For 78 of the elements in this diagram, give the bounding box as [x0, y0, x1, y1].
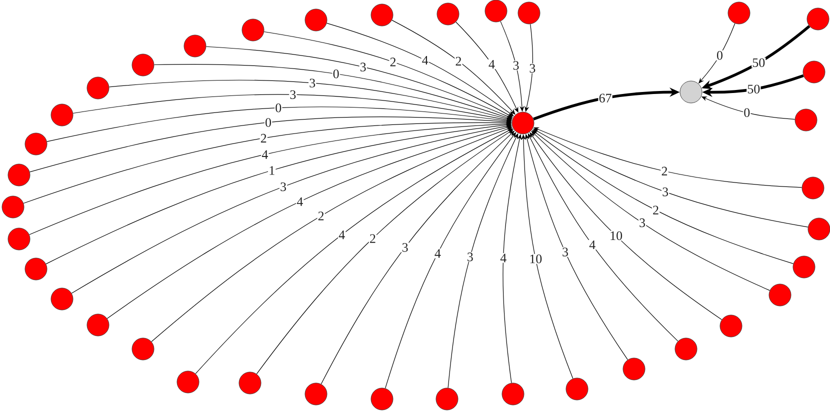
edge-label: 2 [389, 57, 397, 67]
edge-label: 4 [421, 55, 429, 66]
node-circle [8, 228, 30, 250]
edge-label: 3 [359, 62, 367, 72]
edge-label: 4 [588, 240, 596, 250]
edge-label: 1 [268, 166, 276, 176]
node-circle [8, 164, 30, 186]
node-circle [728, 2, 750, 24]
edge-label: 2 [317, 211, 325, 221]
node-circle [86, 314, 110, 336]
edge-label: 3 [512, 60, 520, 70]
node-circle [720, 314, 742, 338]
arrow [530, 132, 722, 320]
node-circle [238, 372, 262, 394]
node-circle [680, 80, 702, 104]
node-circle [50, 104, 74, 126]
edge-label: 0 [274, 102, 282, 113]
edge-label: 50 [752, 58, 766, 68]
edge-label: 4 [488, 59, 496, 70]
edge-label: 4 [500, 253, 508, 263]
node-circle [2, 196, 24, 218]
edge-label: 3 [308, 78, 316, 88]
edge-label: 4 [434, 248, 442, 258]
edge-label: 3 [561, 247, 570, 257]
edge-label: 3 [401, 242, 409, 252]
node-circle [132, 338, 154, 360]
edge-label: 4 [338, 230, 346, 240]
node-circle [768, 284, 792, 306]
node-circle [24, 258, 48, 280]
node-circle [304, 8, 328, 32]
node-circle [808, 218, 830, 240]
edge-label: 3 [466, 252, 474, 262]
edge-label: 2 [454, 56, 462, 66]
node-circle [512, 112, 534, 134]
node-circle [794, 108, 818, 132]
edge-label: 4 [261, 150, 269, 160]
node-circle [566, 378, 588, 400]
arrow [151, 126, 512, 342]
edge-label: 2 [368, 234, 377, 244]
edge-label: 0 [264, 118, 272, 128]
node-circle [502, 382, 524, 406]
edge-label: 3 [528, 63, 536, 74]
edge-label: 10 [528, 254, 543, 264]
edge-label: 2 [260, 133, 268, 144]
node-circle [304, 382, 328, 406]
node-circle [370, 388, 394, 410]
node-circle [436, 2, 460, 26]
edge-label: 2 [652, 205, 660, 215]
arrow [502, 134, 522, 384]
arrow [326, 22, 514, 116]
edge-label: 4 [296, 196, 304, 207]
node-circle [802, 176, 824, 200]
edge-label: 67 [598, 93, 612, 104]
edge-label: 50 [746, 84, 761, 94]
node-circle [518, 2, 540, 24]
node-circle [132, 54, 154, 76]
edge-label: 0 [716, 50, 724, 60]
node-circle [436, 388, 458, 410]
node-circle [806, 8, 830, 30]
edge-label: 3 [279, 182, 288, 192]
edge-label: 0 [743, 108, 751, 118]
node-circle [622, 358, 646, 380]
edge-label: 10 [609, 230, 624, 241]
node-circle [184, 34, 206, 58]
node-circle [86, 76, 110, 100]
node-circle [242, 18, 264, 42]
node-circle [176, 370, 200, 394]
edge-label: 3 [661, 186, 670, 197]
edge-label: 3 [289, 90, 297, 100]
node-circle [674, 338, 698, 360]
edge-label: 2 [660, 166, 668, 176]
edge-label: 3 [638, 218, 646, 228]
node-circle [802, 60, 826, 84]
node-circle [24, 132, 48, 156]
node-circle [370, 4, 394, 26]
edge-label: 0 [332, 68, 340, 79]
node-circle [792, 256, 816, 278]
node-circle [50, 288, 74, 310]
